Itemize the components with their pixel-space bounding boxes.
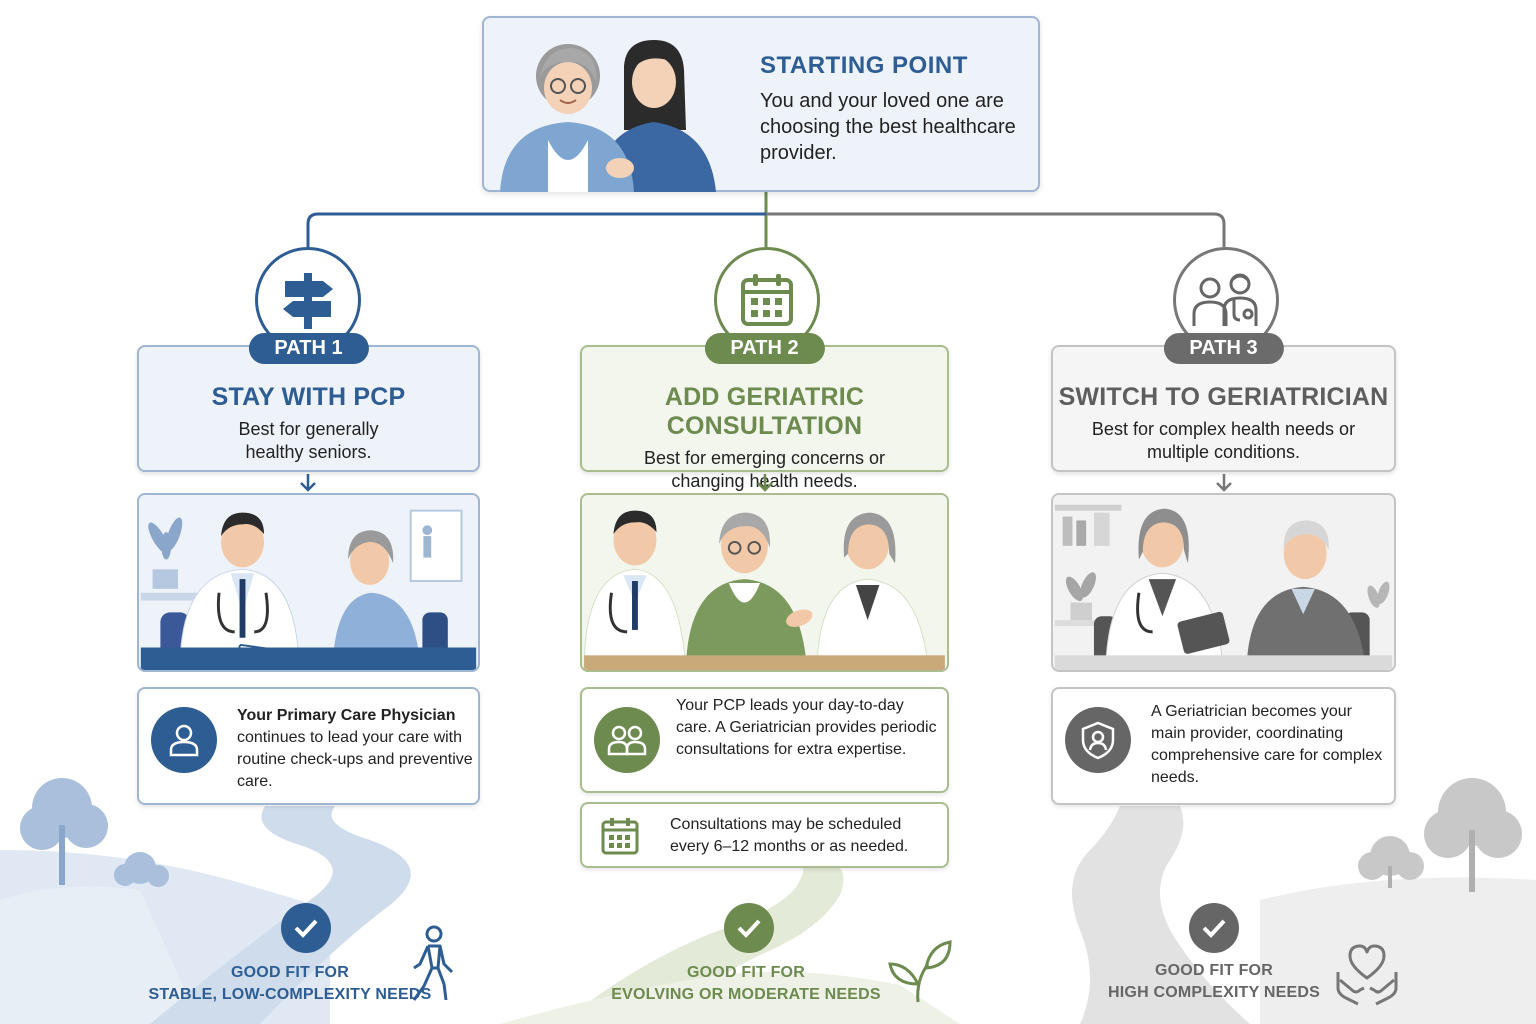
path-2-fit: GOOD FIT FOR EVOLVING OR MODERATE NEEDS [596,962,896,1006]
path-2-scene [580,493,949,672]
pcp-visit-illustration [139,495,478,670]
path-3-fit: GOOD FIT FOR HIGH COMPLEXITY NEEDS [1064,960,1364,1004]
schedule-card: Consultations may be scheduled every 6–1… [580,802,949,868]
path-3-title: SWITCH TO GERIATRICIAN [1053,383,1394,412]
leaf-icon [888,940,954,1004]
path-3-detail-card: A Geriatrician becomes your main provide… [1051,687,1396,805]
path-3-card: PATH 3 SWITCH TO GERIATRICIAN Best for c… [1051,345,1396,472]
path-1-label: PATH 1 [248,333,368,364]
down-arrow-icon [755,472,775,494]
geriatrician-visit-illustration [1053,495,1394,670]
path-2-detail-text: Your PCP leads your day-to-day care. A G… [676,695,942,761]
path-1-fit-line1: GOOD FIT FOR [130,962,450,984]
checkmark-icon [724,903,774,953]
path-1-detail-card: Your Primary Care Physician continues to… [137,687,480,805]
path-3-fit-line1: GOOD FIT FOR [1064,960,1364,982]
path-1-card: PATH 1 STAY WITH PCP Best for generally … [137,345,480,472]
path-1-fit: GOOD FIT FOR STABLE, LOW-COMPLEXITY NEED… [130,962,450,1006]
path-1-title: STAY WITH PCP [139,383,478,412]
path-3-description: Best for complex health needs or multipl… [1089,418,1359,464]
checkmark-icon [281,903,331,953]
signpost-icon [275,267,341,333]
consultation-illustration [582,495,947,670]
family-illustration [496,30,720,192]
doctor-patient-icon [1190,270,1262,330]
walking-person-icon [406,924,458,1004]
path-1-detail-lead: Your Primary Care Physician [237,707,455,724]
path-2-card: PATH 2 ADD GERIATRIC CONSULTATION Best f… [580,345,949,472]
path-1-detail-rest: continues to lead your care with routine… [237,729,473,790]
path-2-title: ADD GERIATRIC CONSULTATION [582,383,947,441]
path-3-label: PATH 3 [1163,333,1283,364]
calendar-icon [737,270,797,330]
starting-point-card: STARTING POINT You and your loved one ar… [482,16,1040,192]
path-3-fit-line2: HIGH COMPLEXITY NEEDS [1064,982,1364,1004]
path-2-label: PATH 2 [704,333,824,364]
path-3-detail-text: A Geriatrician becomes your main provide… [1151,701,1391,789]
path-1-description: Best for generally healthy seniors. [209,418,409,464]
starting-point-title: STARTING POINT [760,52,968,80]
path-1-fit-line2: STABLE, LOW-COMPLEXITY NEEDS [130,984,450,1006]
path-1-detail-text: Your Primary Care Physician continues to… [237,705,473,793]
down-arrow-icon [298,472,318,494]
heart-hands-icon [1334,944,1400,1006]
schedule-text: Consultations may be scheduled every 6–1… [670,814,940,858]
checkmark-icon [1189,903,1239,953]
path-2-fit-line1: GOOD FIT FOR [596,962,896,984]
path-1-scene [137,493,480,672]
person-icon [151,707,217,773]
shield-person-icon [1065,707,1131,773]
path-2-fit-line2: EVOLVING OR MODERATE NEEDS [596,984,896,1006]
calendar-icon [600,816,640,856]
path-3-scene [1051,493,1396,672]
starting-point-text: You and your loved one are choosing the … [760,88,1020,166]
path-2-detail-card: Your PCP leads your day-to-day care. A G… [580,687,949,793]
down-arrow-icon [1214,472,1234,494]
two-people-icon [594,707,660,773]
